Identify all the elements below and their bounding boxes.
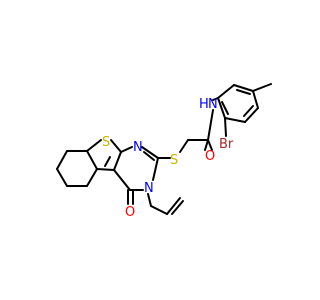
- bond: [86, 168, 98, 187]
- bond: [110, 139, 122, 153]
- bond: [252, 90, 259, 109]
- bond: [217, 97, 226, 119]
- bonds: [56, 83, 272, 215]
- atom-label-n-ring-bottom: N: [144, 181, 154, 196]
- molecule-diagram: S N S N O O N H Br: [56, 83, 272, 220]
- bond: [104, 156, 111, 167]
- atom-label-nh-amide: N: [208, 97, 218, 112]
- bond: [113, 151, 122, 171]
- bond: [150, 205, 168, 215]
- bond: [152, 157, 159, 181]
- bond: [243, 105, 254, 117]
- atom-label-h-amide: H: [199, 97, 209, 112]
- bond: [147, 193, 152, 207]
- bond: [141, 146, 159, 159]
- atom-label-s-thioether: S: [170, 153, 178, 168]
- bond: [96, 168, 115, 171]
- bond: [204, 139, 209, 151]
- bond: [233, 84, 254, 92]
- structure-svg: S N S N O O N H Br: [56, 83, 272, 220]
- bond: [166, 197, 181, 215]
- bond: [56, 150, 68, 170]
- bond: [236, 89, 251, 95]
- bond: [171, 200, 184, 215]
- bond: [244, 107, 259, 123]
- atom-label-o-amide: O: [205, 149, 215, 164]
- bond: [252, 83, 272, 92]
- atom-label-o-ring-carbonyl: O: [125, 205, 135, 220]
- bond: [207, 109, 214, 141]
- bond: [179, 139, 189, 153]
- bond: [86, 150, 98, 170]
- bond: [224, 117, 227, 137]
- bond: [113, 169, 131, 191]
- bond: [56, 168, 68, 187]
- atom-label-br: Br: [219, 137, 234, 152]
- bond: [224, 117, 246, 123]
- bond: [221, 101, 229, 115]
- atom-label-s-thiophene: S: [102, 135, 110, 150]
- atom-label-n-ring-top: N: [133, 140, 143, 155]
- bond: [217, 84, 235, 99]
- bond: [143, 151, 155, 161]
- atom-labels: S N S N O O N H Br: [102, 97, 234, 220]
- bond: [207, 139, 213, 151]
- bond: [86, 139, 102, 152]
- bond: [120, 146, 133, 153]
